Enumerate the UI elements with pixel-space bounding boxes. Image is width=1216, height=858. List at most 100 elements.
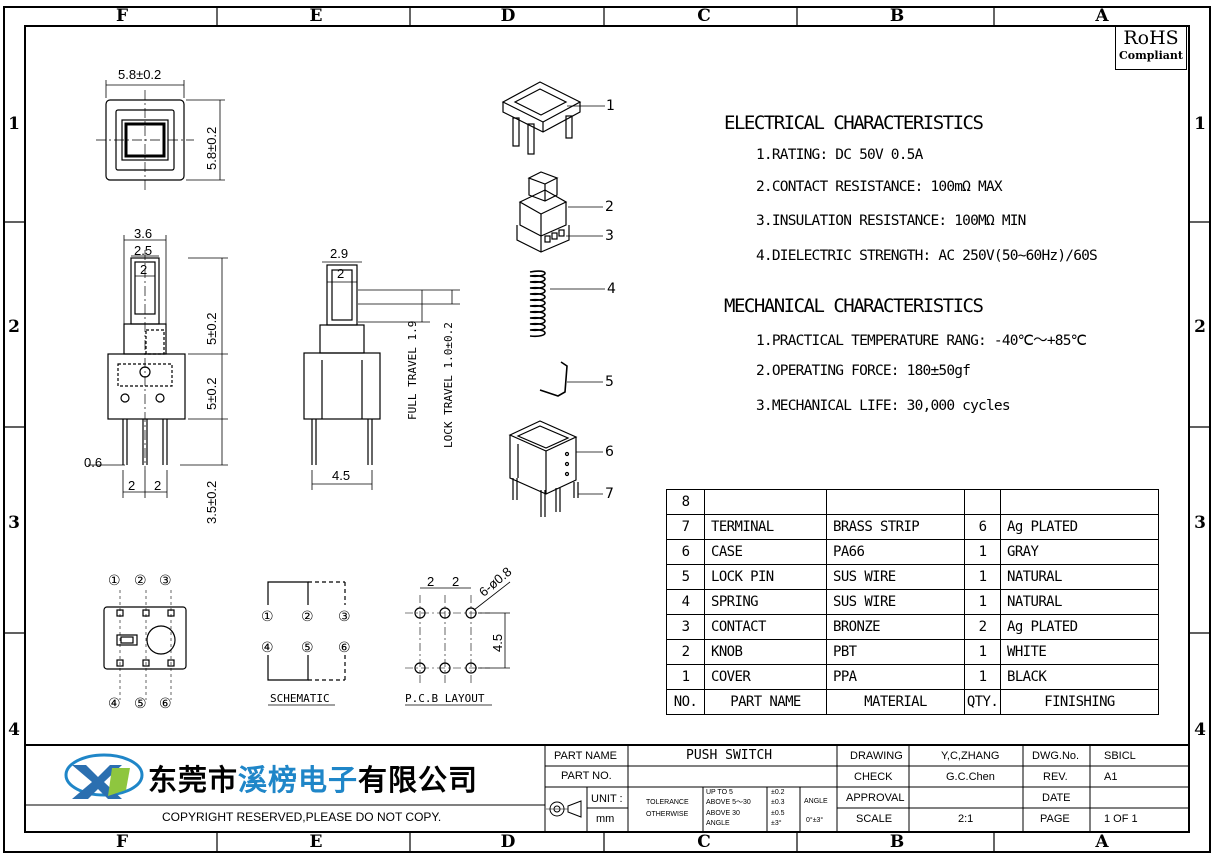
zone-right-3: 3 — [1194, 513, 1206, 533]
scale-label: SCALE — [856, 813, 893, 825]
pcb-layout — [405, 581, 511, 706]
bom-finish: Ag PLATED — [1000, 514, 1159, 540]
bom-header-finish: FINISHING — [1000, 689, 1159, 715]
schematic-label: SCHEMATIC — [270, 692, 330, 705]
company-post: 有限公司 — [358, 763, 479, 797]
unit-value: mm — [596, 813, 615, 825]
tol-value-3: ±0.5 — [771, 810, 785, 817]
zone-left-3: 3 — [8, 513, 20, 533]
tol-range-3: ABOVE 30 — [706, 810, 740, 817]
mechanical-item-3: 3.MECHANICAL LIFE: 30,000 cycles — [756, 398, 1011, 414]
bom-header-no: NO. — [666, 689, 705, 715]
bom-material — [826, 489, 965, 515]
pin-label: ⑥ — [338, 640, 351, 656]
dim-front-2: 2 — [140, 262, 148, 277]
angle-value: 0°±3° — [806, 817, 824, 824]
pin-label: ⑥ — [159, 696, 172, 712]
rev-label: REV. — [1043, 771, 1068, 783]
scale-value: 2:1 — [958, 813, 974, 825]
pin-label: ① — [108, 573, 121, 589]
zone-right-4: 4 — [1194, 720, 1206, 740]
zone-bottom-c: C — [697, 832, 711, 852]
bom-no: 3 — [666, 614, 705, 640]
electrical-title: ELECTRICAL CHARACTERISTICS — [724, 112, 984, 134]
bom-row: 8 — [666, 489, 1159, 515]
zone-bottom-b: B — [889, 832, 905, 852]
bom-qty: 1 — [964, 539, 1001, 565]
tol-range-2: ABOVE 5～30 — [706, 799, 751, 806]
bom-qty: 1 — [964, 639, 1001, 665]
date-label: DATE — [1042, 792, 1071, 804]
zone-left-1: 1 — [8, 114, 20, 134]
callout-5: 5 — [605, 374, 614, 390]
zone-right-2: 2 — [1194, 317, 1206, 337]
mechanical-title: MECHANICAL CHARACTERISTICS — [724, 295, 984, 317]
rohs-title: RoHS — [1123, 27, 1179, 49]
bom-header-material: MATERIAL — [826, 689, 965, 715]
rev-value: A1 — [1104, 771, 1118, 783]
bom-part: SPRING — [704, 589, 827, 615]
pin-label: ① — [261, 609, 274, 625]
zone-bottom-a: A — [1095, 832, 1109, 852]
tol-range-1: UP TO 5 — [706, 789, 733, 796]
dwg-value: SBICL — [1104, 750, 1136, 762]
side-view — [303, 261, 460, 490]
electrical-item-1: 1.RATING: DC 50V 0.5A — [756, 147, 923, 163]
rohs-badge: RoHS Compliant — [1115, 26, 1187, 70]
part-name-value: PUSH SWITCH — [686, 748, 773, 763]
tolerance-label: TOLERANCE — [646, 799, 689, 806]
top-view — [96, 80, 225, 190]
zone-top-b: B — [889, 6, 905, 26]
pcb-label: P.C.B LAYOUT — [405, 692, 485, 705]
bom-no: 4 — [666, 589, 705, 615]
pin-label: ④ — [261, 640, 274, 656]
zone-top-c: C — [697, 6, 711, 26]
company-pre: 东莞市 — [148, 763, 239, 797]
callout-2: 2 — [605, 199, 614, 215]
angle-label: ANGLE — [804, 798, 828, 805]
pin-label: ② — [301, 609, 314, 625]
drawing-label: DRAWING — [850, 750, 903, 762]
pin-label: ⑤ — [134, 696, 147, 712]
rohs-sub: Compliant — [1119, 49, 1183, 62]
zone-bottom-e: E — [309, 832, 323, 852]
zone-top-f: F — [115, 6, 129, 26]
unit-label: UNIT : — [591, 793, 623, 805]
callout-1: 1 — [606, 98, 615, 114]
bom-material: PPA — [826, 664, 965, 690]
bom-finish: NATURAL — [1000, 589, 1159, 615]
zone-top-a: A — [1095, 6, 1109, 26]
bom-material: BRASS STRIP — [826, 514, 965, 540]
pin-label: ② — [134, 573, 147, 589]
zone-left-2: 2 — [8, 317, 20, 337]
dim-pitch-b: 2 — [154, 478, 162, 493]
bom-finish: NATURAL — [1000, 564, 1159, 590]
part-no-label: PART NO. — [561, 770, 612, 782]
page-label: PAGE — [1040, 813, 1070, 825]
check-label: CHECK — [854, 771, 893, 783]
company-name: 东莞市溪榜电子有限公司 — [148, 757, 478, 799]
exploded-view — [501, 81, 605, 517]
dim-pcb-2b: 2 — [452, 574, 460, 589]
bom-part: COVER — [704, 664, 827, 690]
zone-left-4: 4 — [8, 720, 20, 740]
zone-right-1: 1 — [1194, 114, 1206, 134]
company-logo — [64, 753, 144, 799]
copyright-note: COPYRIGHT RESERVED,PLEASE DO NOT COPY. — [162, 810, 442, 824]
tol-range-4: ANGLE — [706, 820, 730, 827]
dim-side-45: 4.5 — [332, 468, 351, 483]
dim-side-2: 2 — [337, 266, 345, 281]
dim-pcb-2a: 2 — [427, 574, 435, 589]
dim-pitch-a: 2 — [128, 478, 136, 493]
pin-label: ⑤ — [301, 640, 314, 656]
page-value: 1 OF 1 — [1104, 813, 1138, 825]
bom-material: PBT — [826, 639, 965, 665]
dim-pin-width: 0.6 — [84, 455, 103, 470]
